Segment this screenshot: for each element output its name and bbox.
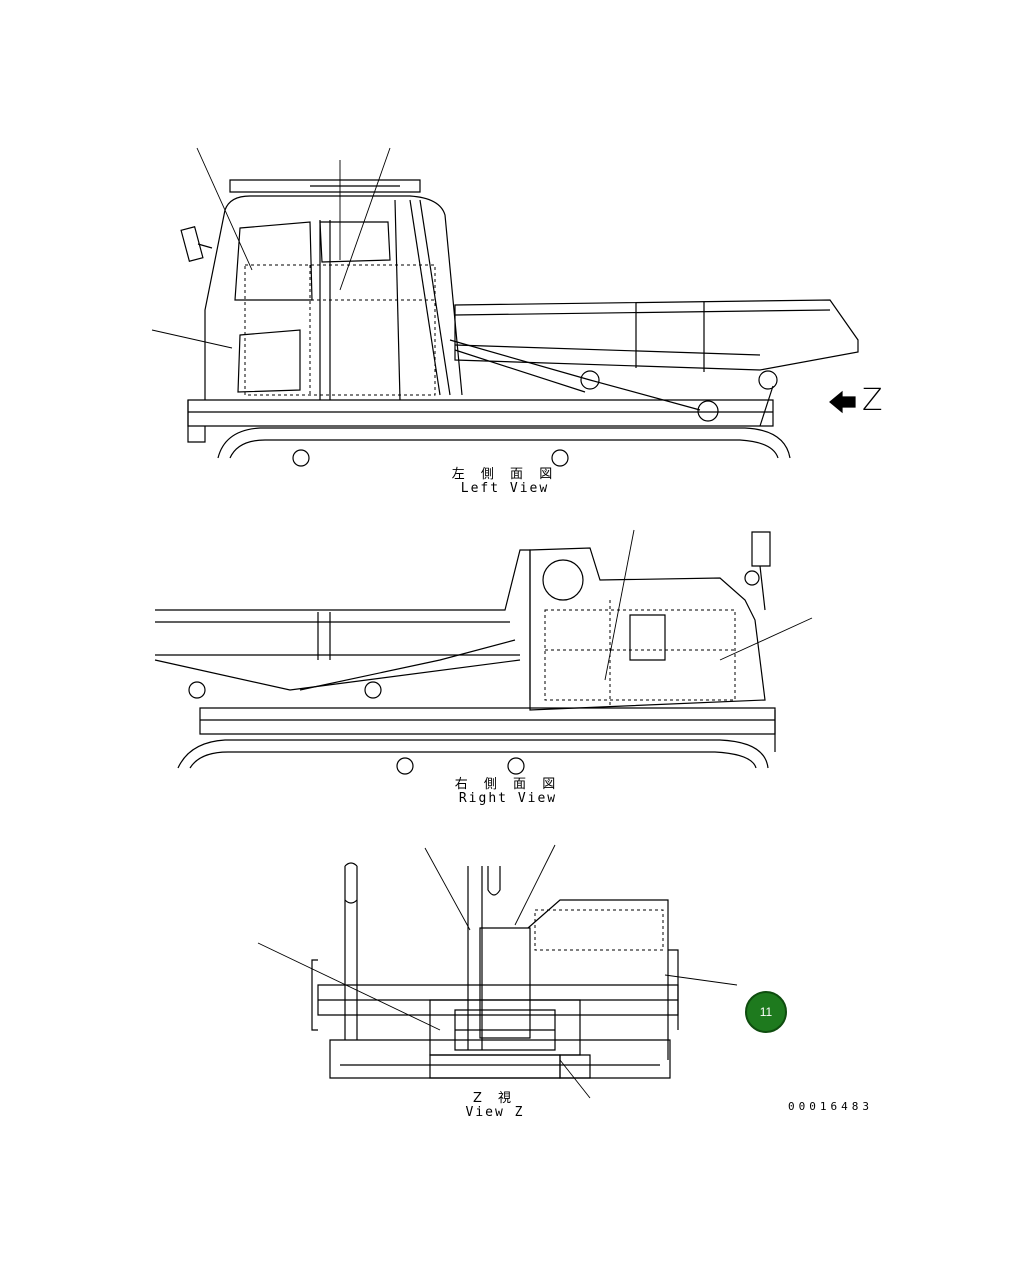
right-view-title-en: Right View (458, 791, 558, 806)
view-z-title-en: View Z (465, 1105, 525, 1120)
left-view-drawing (152, 148, 858, 466)
callout-number-badge[interactable]: 11 (745, 991, 787, 1033)
right-view-title-jp: 右 側 面 図 (454, 777, 562, 792)
drawing-number: 00016483 (788, 1100, 873, 1113)
left-view-title-jp: 左 側 面 図 (451, 467, 559, 482)
view-z-title-jp: Z 視 (472, 1091, 518, 1106)
left-view-title-en: Left View (460, 481, 550, 496)
right-view-drawing (155, 530, 812, 774)
view-z-drawing (258, 845, 737, 1098)
view-direction-z-label: Z (862, 383, 883, 418)
